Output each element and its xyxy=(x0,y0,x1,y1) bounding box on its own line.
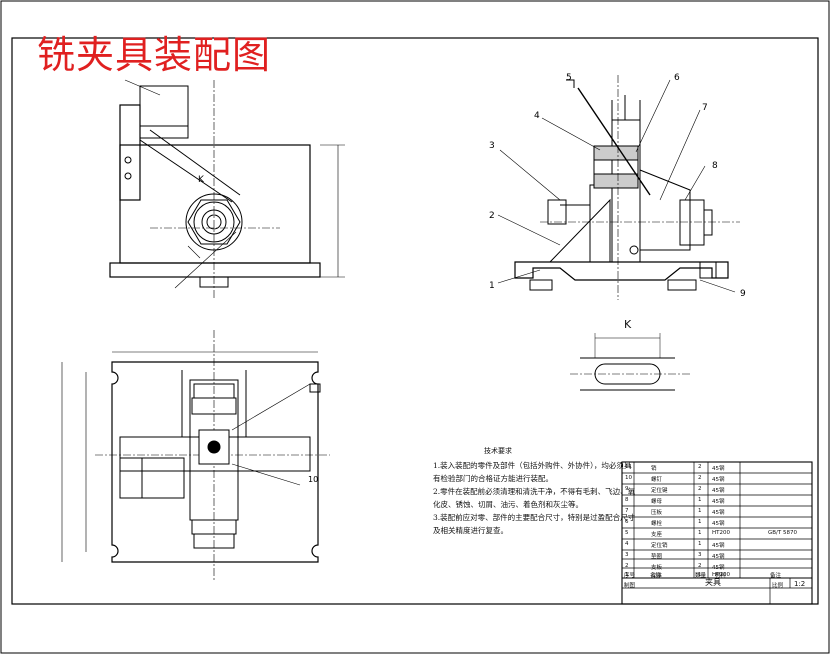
bom-cell-qty: 1 xyxy=(698,572,702,578)
top-view xyxy=(61,330,330,580)
bom-header-material: 材料 xyxy=(715,573,727,579)
bom-cell-qty: 2 xyxy=(698,475,702,481)
bom-cell-material: HT200 xyxy=(712,530,730,536)
bom-cell-qty: 2 xyxy=(698,464,702,470)
bom-cell-name: 螺母 xyxy=(651,499,663,505)
bom-cell-name: 垫圈 xyxy=(651,554,663,560)
k-section-view xyxy=(570,333,690,391)
bom-cell-name: 螺栓 xyxy=(651,521,663,527)
part-label-10: 10 xyxy=(308,475,318,484)
part-label-4: 4 xyxy=(534,111,540,121)
bom-cell-no: 6 xyxy=(625,519,629,525)
part-label-6: 6 xyxy=(674,73,680,83)
bom-cell-no: 11 xyxy=(625,464,632,470)
bom-cell-no: 5 xyxy=(625,530,629,536)
requirement-line: 及相关精度进行复查。 xyxy=(433,526,508,535)
bom-cell-no: 1 xyxy=(625,572,629,578)
part-label-8: 8 xyxy=(712,161,718,171)
bom-cell-no: 8 xyxy=(625,497,629,503)
bom-cell-material: 45钢 xyxy=(712,510,725,516)
front-k-mark: K xyxy=(198,175,205,185)
bom-cell-no: 2 xyxy=(625,563,629,569)
bom-cell-material: 45钢 xyxy=(712,543,725,549)
requirements-heading: 技术要求 xyxy=(484,447,512,455)
front-view xyxy=(109,79,345,300)
title-block-drawing-name: 夹具 xyxy=(705,578,721,587)
bom-cell-qty: 2 xyxy=(698,563,702,569)
bom-cell-name: 支板 xyxy=(651,565,663,571)
title-block-scale: 1:2 xyxy=(794,580,806,588)
bom-cell-material: 45钢 xyxy=(712,488,725,494)
bom-cell-name: 压板 xyxy=(651,510,663,516)
bom-cell-qty: 1 xyxy=(698,497,702,503)
bom-header-note: 备注 xyxy=(770,573,782,579)
bom-cell-standard: GB/T 5870 xyxy=(768,530,797,536)
bom-cell-material: 45钢 xyxy=(712,565,725,571)
bom-cell-qty: 1 xyxy=(698,541,702,547)
bom-cell-material: 45钢 xyxy=(712,499,725,505)
bom-cell-no: 3 xyxy=(625,552,629,558)
title-block-scale-label: 比例 xyxy=(772,583,784,589)
requirement-line: 1.装入装配的零件及部件（包括外购件、外协件），均必须具 xyxy=(433,461,632,470)
part-label-2: 2 xyxy=(489,211,495,221)
bom-cell-qty: 1 xyxy=(698,530,702,536)
bom-cell-name: 定位键 xyxy=(651,488,668,494)
bom-cell-material: 45钢 xyxy=(712,477,725,483)
bom-cell-name: 螺钉 xyxy=(651,477,663,483)
part-label-1: 1 xyxy=(489,281,495,291)
side-section-view xyxy=(497,75,740,300)
requirement-line: 化皮、锈蚀、切屑、油污、着色剂和灰尘等。 xyxy=(433,500,583,509)
section-k-label: K xyxy=(624,318,632,331)
bom-cell-name: 支座 xyxy=(651,532,663,538)
bom-cell-qty: 1 xyxy=(698,508,702,514)
bom-table xyxy=(621,461,813,605)
bom-cell-no: 4 xyxy=(625,541,629,547)
drawing-frame xyxy=(11,37,819,605)
bom-cell-qty: 2 xyxy=(698,486,702,492)
bom-cell-name: 底座 xyxy=(651,574,663,580)
bom-cell-qty: 3 xyxy=(698,552,702,558)
part-label-3: 3 xyxy=(489,141,495,151)
bom-cell-name: 销 xyxy=(651,466,657,472)
bom-header-qty: 数量 xyxy=(695,573,707,579)
bom-cell-name: 定位销 xyxy=(651,543,668,549)
bom-cell-qty: 1 xyxy=(698,519,702,525)
bom-cell-material: 45钢 xyxy=(712,554,725,560)
bom-header-name: 名称 xyxy=(650,573,662,579)
bom-cell-material: 45钢 xyxy=(712,466,725,472)
technical-requirements: 1.装入装配的零件及部件（包括外购件、外协件），均必须具 有检验部门的合格证方能… xyxy=(433,459,636,537)
bom-cell-material: HT200 xyxy=(712,572,730,578)
requirement-line: 有检验部门的合格证方能进行装配。 xyxy=(433,474,553,483)
drawing-title: 铣夹具装配图 xyxy=(37,33,272,77)
requirement-line: 3.装配前应对零、部件的主要配合尺寸，特别是过盈配合尺寸 xyxy=(433,513,636,522)
bom-cell-material: 45钢 xyxy=(712,521,725,527)
part-label-9: 9 xyxy=(740,289,746,299)
part-label-7: 7 xyxy=(702,103,708,113)
bom-cell-no: 10 xyxy=(625,475,632,481)
bom-cell-no: 7 xyxy=(625,508,629,514)
bom-cell-no: 9 xyxy=(625,486,629,492)
title-block-row-label: 制图 xyxy=(624,583,636,589)
bom-header-no: 序号 xyxy=(624,573,636,579)
part-label-5: 5 xyxy=(566,73,572,83)
requirement-line: 2.零件在装配前必须清理和清洗干净，不得有毛刺、飞边、氧 xyxy=(433,487,636,496)
